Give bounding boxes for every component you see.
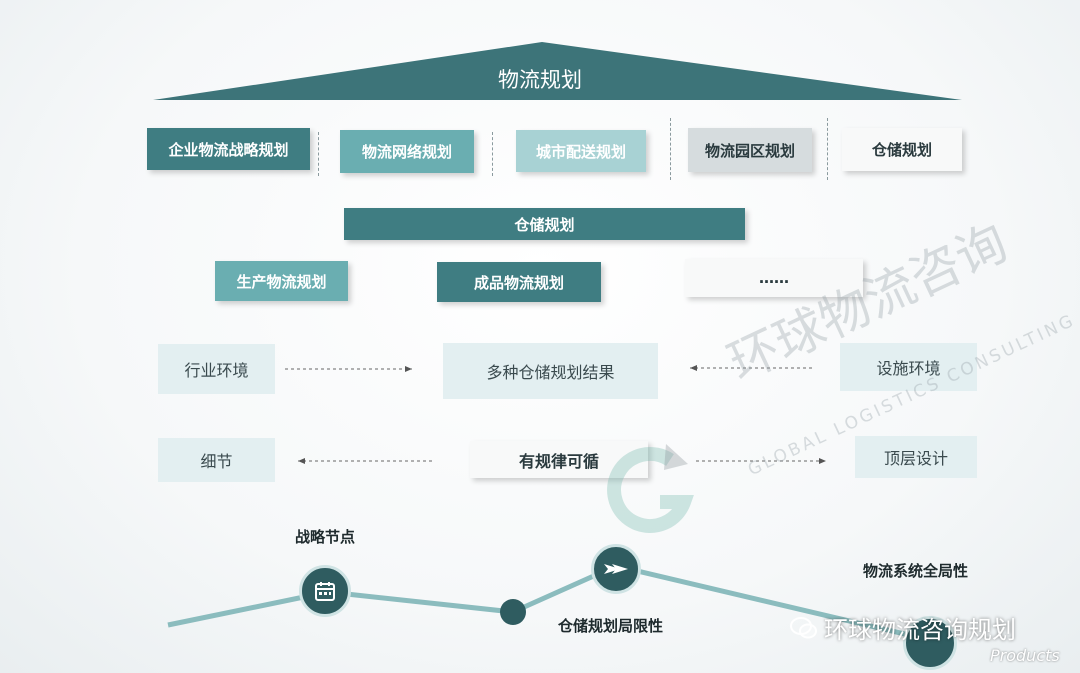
label-warehouse-limitation: 仓储规划局限性 bbox=[558, 617, 664, 635]
top-box-network: 物流网络规划 bbox=[340, 130, 474, 173]
industry-environment-box: 行业环境 bbox=[158, 344, 275, 394]
separator bbox=[492, 132, 493, 176]
label-global-logistics: 物流系统全局性 bbox=[863, 562, 969, 580]
top-box-enterprise-strategy: 企业物流战略规划 bbox=[147, 128, 310, 170]
separator bbox=[670, 118, 671, 180]
wechat-icon bbox=[790, 616, 817, 638]
sub-box-ellipsis: …… bbox=[685, 259, 863, 297]
roof-title: 物流规划 bbox=[498, 68, 582, 92]
roof-shape bbox=[153, 42, 962, 100]
timeline-node-strategic bbox=[299, 565, 351, 617]
watermark-g-logo bbox=[607, 444, 694, 533]
focus-bar-warehousing: 仓储规划 bbox=[344, 208, 745, 240]
wechat-watermark: 环球物流咨询规划 bbox=[790, 610, 1016, 645]
results-box: 多种仓储规划结果 bbox=[443, 343, 658, 399]
arrow-right-icon bbox=[604, 564, 628, 574]
regularity-box: 有规律可循 bbox=[470, 441, 648, 478]
separator bbox=[827, 118, 828, 180]
sub-box-finished-goods: 成品物流规划 bbox=[437, 262, 601, 302]
timeline-node-small bbox=[500, 599, 526, 625]
timeline-node-limitation bbox=[591, 544, 641, 594]
calendar-icon bbox=[315, 582, 335, 601]
sub-box-production: 生产物流规划 bbox=[215, 261, 348, 301]
top-box-warehousing: 仓储规划 bbox=[842, 128, 962, 171]
wechat-account-name: 环球物流咨询规划 bbox=[824, 616, 1016, 644]
separator bbox=[318, 132, 319, 176]
timeline-node-global bbox=[903, 616, 957, 670]
details-box: 细节 bbox=[158, 438, 275, 482]
top-level-design-box: 顶层设计 bbox=[855, 436, 977, 478]
top-box-city-delivery: 城市配送规划 bbox=[516, 130, 646, 172]
corner-watermark: Products bbox=[990, 646, 1060, 665]
top-box-logistics-park: 物流园区规划 bbox=[688, 128, 812, 172]
label-strategic-node: 战略节点 bbox=[295, 528, 356, 546]
facility-environment-box: 设施环境 bbox=[840, 343, 977, 391]
